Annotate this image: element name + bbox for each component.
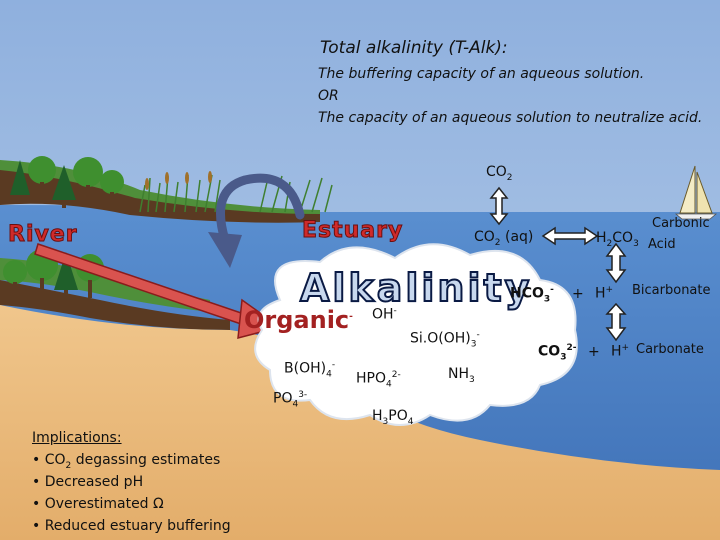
co3: CO32- [538, 343, 577, 363]
tree-icon [28, 156, 56, 198]
river-bank-bottom [0, 280, 230, 330]
h-plus: H+ [611, 343, 630, 360]
plus-sign: + [588, 344, 600, 360]
carbonic-label: Carbonic [652, 216, 710, 231]
h2co3: H2CO3 [596, 230, 639, 249]
h-plus: H+ [595, 285, 614, 302]
seafloor [0, 305, 720, 540]
boh4: B(OH)4- [284, 360, 336, 380]
organic-label: Organic- [244, 306, 353, 334]
implication-item: • Decreased pH [32, 474, 144, 490]
curved-arrow [216, 173, 305, 245]
curved-arrow-head [208, 232, 242, 268]
estuary-label: Estuary [301, 218, 404, 244]
sailboat-icon [674, 165, 718, 220]
implications-title: Implications: [32, 430, 122, 446]
definition-line-3: The capacity of an aqueous solution to n… [318, 110, 703, 126]
definition-line-1: The buffering capacity of an aqueous sol… [318, 66, 645, 82]
nh3: NH3 [448, 366, 475, 385]
definition-line-2: OR [318, 88, 339, 104]
tree-icon [100, 170, 124, 206]
acid-label: Acid [648, 237, 676, 252]
h3po4: H3PO4 [372, 408, 414, 427]
implication-item: • Reduced estuary buffering [32, 518, 231, 534]
co2-atmosphere: CO2 [486, 164, 513, 183]
reed-icon [145, 171, 212, 190]
page-title: Total alkalinity (T-Alk): [320, 38, 508, 58]
tree-icon [52, 165, 76, 208]
alkalinity-cloud [254, 243, 578, 426]
double-arrow-icon [605, 242, 627, 284]
double-arrow-icon [489, 186, 509, 226]
implication-item: • Overestimated Ω [32, 496, 164, 512]
carbonate-label: Carbonate [636, 342, 704, 357]
bicarbonate-label: Bicarbonate [632, 283, 711, 298]
river-label: River [8, 222, 78, 248]
tree-icon [73, 157, 103, 203]
po4: PO43- [273, 390, 308, 410]
co2-aqueous: CO2 (aq) [474, 229, 534, 248]
tree-icon [54, 252, 78, 298]
alkalinity-label: Alkalinity [299, 265, 533, 311]
oh: OH- [372, 306, 397, 323]
plus-sign: + [572, 286, 584, 302]
tree-icon [10, 160, 30, 203]
tree-icon [3, 260, 27, 296]
sioh3: Si.O(OH)3- [410, 330, 480, 350]
double-arrow-icon [541, 226, 599, 246]
hpo4: HPO42- [356, 370, 401, 390]
implication-item: • CO2 degassing estimates [32, 452, 221, 471]
hco3: HCO3- [510, 285, 554, 305]
double-arrow-icon [605, 302, 627, 342]
